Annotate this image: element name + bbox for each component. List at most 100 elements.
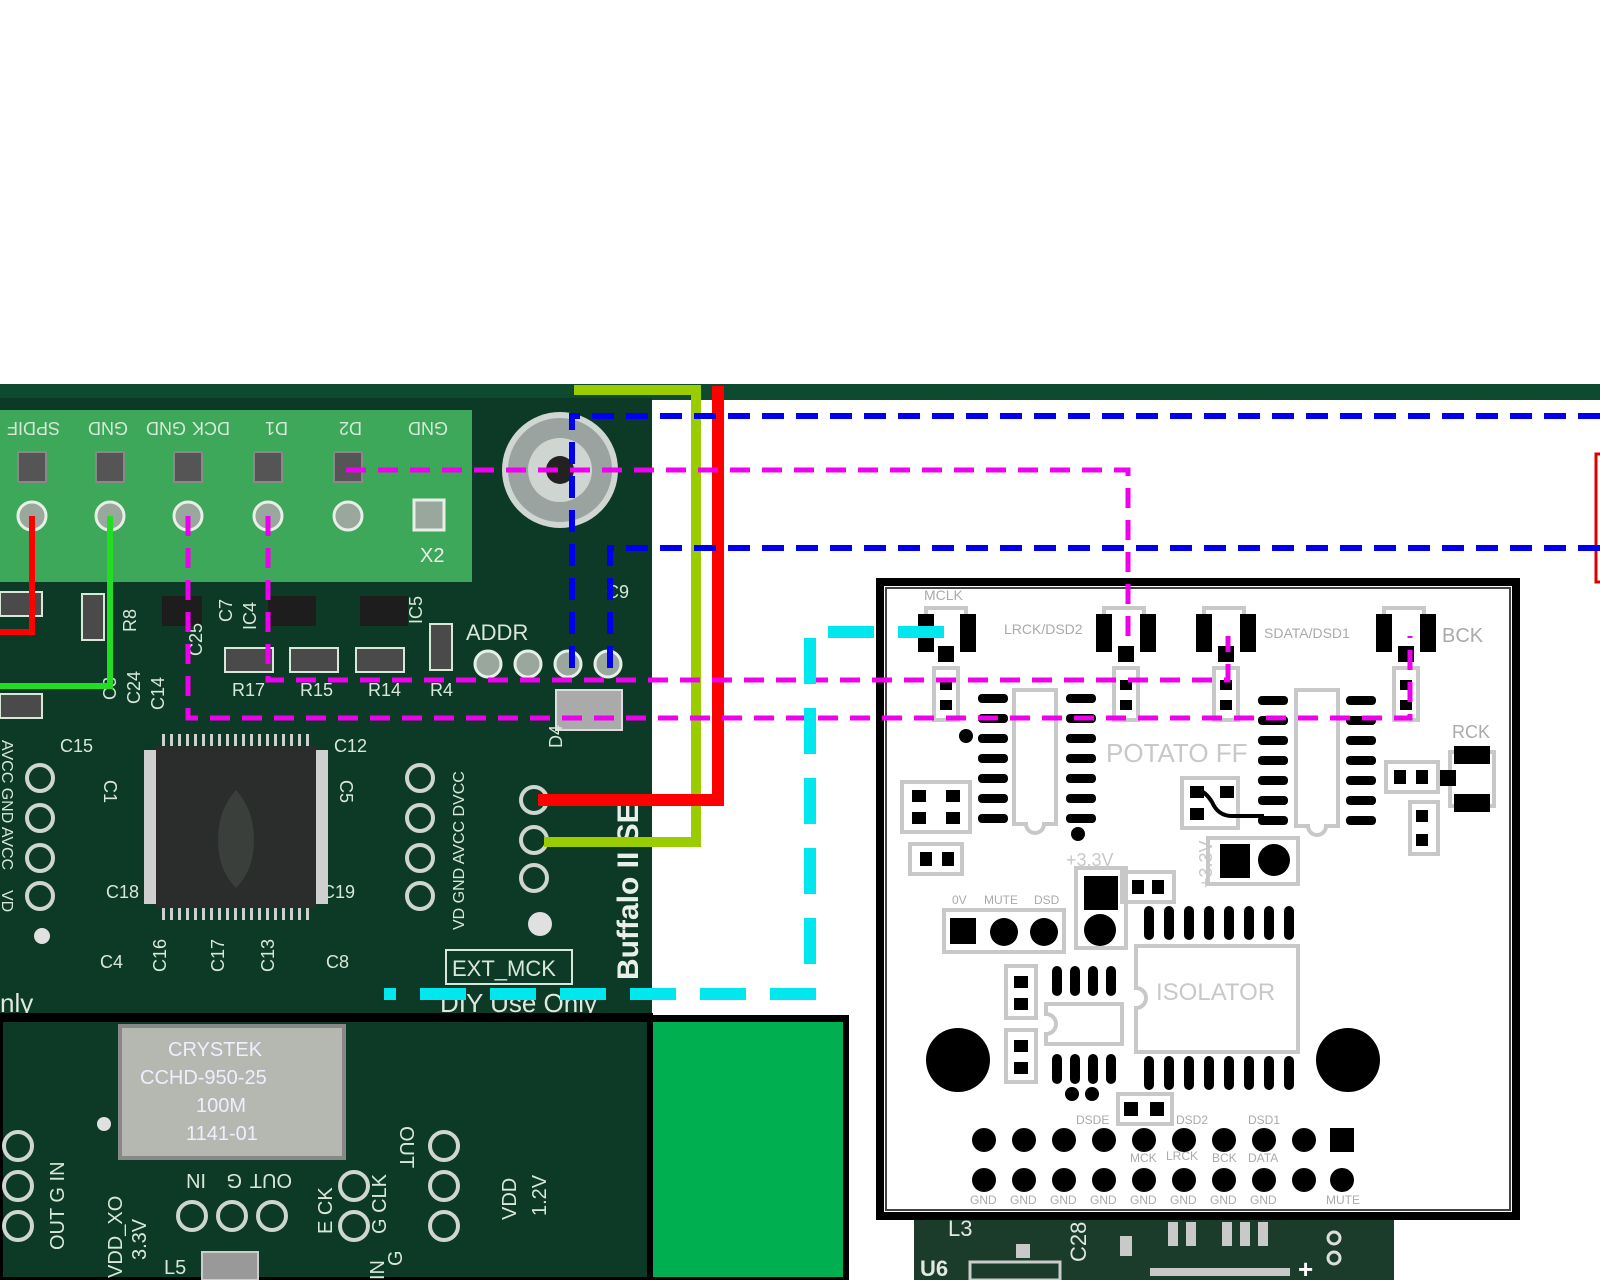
label-c14: C14 — [148, 677, 168, 710]
lrck-dsd2-label: LRCK/DSD2 — [1004, 621, 1083, 637]
header-strip — [0, 410, 472, 582]
label-c15: C15 — [60, 736, 93, 756]
crystal-line-4: 1141-01 — [186, 1123, 258, 1145]
d4-component — [555, 689, 623, 731]
label-l3: L3 — [948, 1216, 972, 1241]
wire-red-power — [538, 386, 724, 806]
ext-mck-box — [445, 949, 573, 985]
dash-magenta-lrck — [346, 467, 1131, 636]
osc-pin-e-ck: E CK — [315, 1187, 337, 1234]
pin-label-gnd1: GND — [88, 418, 128, 438]
board-name: Buffalo II SE — [612, 803, 645, 980]
osc-pin-in: IN — [186, 1169, 206, 1191]
osc-vdd-xo: VDD_XO — [105, 1196, 127, 1278]
wire-red-spdif — [0, 516, 35, 635]
osc-3v3: 3.3V — [129, 1218, 151, 1260]
wire-lime-power — [544, 385, 701, 847]
osc-out-right: OUT — [395, 1126, 417, 1168]
gnd-label-1: GND — [970, 1193, 997, 1207]
label-d4: D4 — [546, 725, 566, 748]
pin-label-spdif: SPDIF — [7, 418, 60, 438]
left-vd-label: VD — [0, 890, 15, 912]
label-c16: C16 — [150, 939, 170, 972]
pcb-top-edge — [0, 384, 1600, 400]
row-label-dsd2: DSD2 — [1176, 1113, 1208, 1127]
gnd-label-7: GND — [1210, 1193, 1237, 1207]
sw-label-mute: MUTE — [984, 893, 1018, 907]
mclk-label: MCLK — [924, 587, 964, 603]
v33-label-b: +3.3V — [1196, 840, 1216, 888]
potato-board: MCLK LRCK/DSD2 SDATA/DSD1 BCK RCK — [876, 578, 1520, 1220]
crystal-oscillator — [118, 1024, 346, 1160]
pin-label-gnd3: GND — [408, 418, 448, 438]
header-pin — [332, 500, 364, 532]
osc-vdd: VDD — [499, 1178, 521, 1220]
gnd-label-2: GND — [1010, 1193, 1037, 1207]
bottom-header-pins — [972, 1128, 1354, 1192]
pin-label-d1: D1 — [265, 418, 288, 438]
row-label-dsd1: DSD1 — [1248, 1113, 1280, 1127]
connector-x2-label: X2 — [420, 545, 444, 567]
v33-header-outline — [1074, 866, 1128, 950]
label-r4: R4 — [430, 680, 453, 700]
label-c18: C18 — [106, 882, 139, 902]
isolator-outline — [1134, 944, 1300, 1054]
v33-label-a: +3.3V — [1066, 850, 1114, 870]
right-edge-marker — [1594, 452, 1600, 584]
row-label-bck: BCK — [1212, 1151, 1237, 1165]
row-label-mck: MCK — [1130, 1151, 1157, 1165]
dash-blue-inner — [607, 545, 1600, 672]
label-ic4: IC4 — [240, 602, 260, 630]
dash-cyan-mclk — [384, 626, 944, 1000]
ic4 — [268, 596, 316, 626]
label-c24: C24 — [124, 671, 144, 704]
label-r17: R17 — [232, 680, 265, 700]
osc-pin-g2: G — [385, 1250, 407, 1266]
dash-magenta-bck — [185, 516, 1413, 721]
label-c4: C4 — [100, 952, 123, 972]
gnd-label-5: GND — [1130, 1193, 1157, 1207]
osc-pin-in2: IN — [367, 1260, 389, 1280]
osc-pin-g-clk: G CLK — [369, 1173, 391, 1234]
potato-mount-hole-left — [926, 1028, 990, 1092]
label-u6: U6 — [920, 1256, 948, 1280]
mute-label: MUTE — [1326, 1193, 1360, 1207]
label-ic5: IC5 — [406, 596, 426, 624]
bck-label: BCK — [1442, 625, 1484, 647]
isolator-label: ISOLATOR — [1156, 979, 1275, 1006]
left-side-labels: AVCC GND AVCC — [0, 740, 15, 870]
label-c5: C5 — [336, 780, 356, 803]
label-c17: C17 — [208, 939, 228, 972]
label-c7: C7 — [216, 599, 236, 622]
row-label-lrck: LRCK — [1166, 1149, 1198, 1163]
right-side-labels: VD GND AVCC DVCC — [451, 771, 468, 930]
label-r8: R8 — [120, 609, 140, 632]
sw-label-0v: 0V — [952, 893, 967, 907]
green-block — [647, 1015, 849, 1280]
pin-label-gnd2: GND — [146, 418, 186, 438]
label-plus: + — [1298, 1254, 1313, 1280]
gnd-label-4: GND — [1090, 1193, 1117, 1207]
potato-ff-title: POTATO FF — [1106, 738, 1248, 768]
gnd-label-6: GND — [1170, 1193, 1197, 1207]
header-pin-square — [412, 498, 446, 532]
power-header-outline — [1206, 836, 1300, 886]
main-pcb: SPDIF GND GND DCK D1 D2 GND X2 — [0, 398, 652, 1018]
crystal-line-2: CCHD-950-25 — [140, 1067, 267, 1089]
ext-mck-label: EXT_MCK — [452, 956, 556, 981]
row-label-dsde: DSDE — [1076, 1113, 1109, 1127]
label-c12: C12 — [334, 736, 367, 756]
gnd-label-8: GND — [1250, 1193, 1277, 1207]
label-c19: C19 — [322, 882, 355, 902]
pin-label-dck: DCK — [192, 418, 230, 438]
wire-green-gnd — [0, 516, 113, 689]
dash-blue-outer — [569, 413, 1600, 672]
label-c25: C25 — [186, 623, 206, 656]
osc-left-pins: OUT G IN — [47, 1161, 69, 1250]
crystal-line-3: 100M — [196, 1095, 246, 1117]
label-c13: C13 — [258, 939, 278, 972]
label-c1: C1 — [100, 780, 120, 803]
label-r15: R15 — [300, 680, 333, 700]
osc-l5: L5 — [164, 1257, 186, 1279]
